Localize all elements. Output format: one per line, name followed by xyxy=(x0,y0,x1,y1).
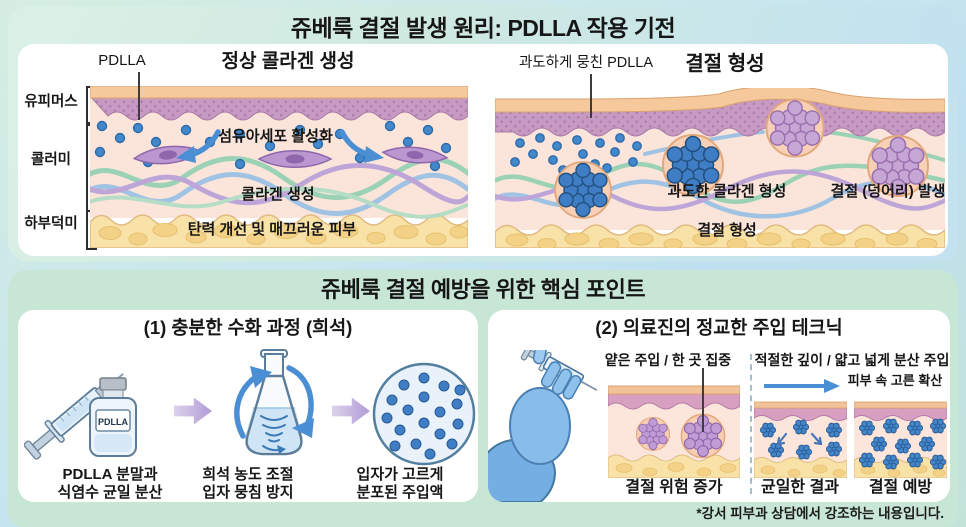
section-divider xyxy=(750,354,752,494)
pdlla-label: PDLLA xyxy=(98,52,146,69)
nodule-heading: 결절 형성 xyxy=(685,53,765,75)
nodule-lump-label: 결절 (덩어리) 발생 xyxy=(830,183,946,200)
nodule-result-label: 결절 형성 xyxy=(697,222,757,239)
hydration-caption: 희석 농도 조절 입자 뭉침 방지 xyxy=(173,466,323,502)
collagen-production-label: 콜라겐 생성 xyxy=(241,186,315,203)
excess-collagen-label: 과도한 콜라겐 형성 xyxy=(667,183,787,200)
needle-pointer-line xyxy=(702,368,704,432)
layer-label-dermis: 콜러미 xyxy=(30,152,72,168)
caption-line: 입자가 고르게 xyxy=(356,466,444,483)
mechanism-title: 쥬베룩 결절 발생 원리: PDLLA 작용 기전 xyxy=(290,15,676,41)
caption-line: 희석 농도 조절 xyxy=(202,466,294,483)
solution-icon xyxy=(372,362,476,466)
syringe-vial-icon: PDLLA xyxy=(24,373,137,460)
flask-icon xyxy=(234,349,314,456)
layer-label-epidermis: 유피머스 xyxy=(24,94,78,110)
normal-result-label: 탄력 개선 및 매끄러운 피부 xyxy=(187,221,357,238)
risky-injection-label: 얕은 주입 / 한 곳 집중 xyxy=(604,352,732,368)
mechanism-section: 쥬베룩 결절 발생 원리: PDLLA 작용 기전 유피머스 콜러미 하부덕미 xyxy=(8,6,958,262)
prevention-title: 쥬베룩 결절 예방을 위한 핵심 포인트 xyxy=(320,277,646,302)
prevention-caption: 결절 예방 xyxy=(868,479,933,496)
hydration-title: (1) 충분한 수화 과정 (희석) xyxy=(143,317,353,338)
spread-arrow-icon xyxy=(764,379,840,393)
prevention-skin-illustration xyxy=(854,401,947,478)
footnote: *강서 피부과 상담에서 강조하는 내용입니다. xyxy=(696,506,944,521)
hydration-panel: (1) 충분한 수화 과정 (희석) PDLLA xyxy=(18,310,478,502)
uniform-skin-illustration xyxy=(754,401,847,478)
nodule-skin-illustration xyxy=(495,88,945,248)
clumped-pdlla-label: 과도하게 뭉친 PDLLA xyxy=(518,55,654,71)
vial-label: PDLLA xyxy=(98,417,128,427)
clump-pointer-line xyxy=(590,74,592,118)
technique-title: (2) 의료진의 정교한 주입 테크닉 xyxy=(595,317,843,338)
step-arrow-icon xyxy=(332,397,370,425)
technique-panel: (2) 의료진의 정교한 주입 테크닉 얕은 주입 / 한 곳 집중 결절 위험… xyxy=(488,310,950,502)
risky-skin-illustration xyxy=(608,385,740,478)
risky-caption: 결절 위험 증가 xyxy=(625,479,723,496)
prevention-section: 쥬베룩 결절 예방을 위한 핵심 포인트 (1) 충분한 수화 과정 (희석) xyxy=(8,270,958,527)
hydration-caption: 입자가 고르게 분포된 주입액 xyxy=(330,466,470,502)
glove-syringe-icon xyxy=(488,350,598,502)
caption-line: 입자 뭉침 방지 xyxy=(202,484,294,502)
layer-label-subcutis: 하부덕미 xyxy=(24,216,78,232)
normal-heading: 정상 콜라겐 생성 xyxy=(221,51,355,72)
pdlla-pointer-line xyxy=(138,72,140,120)
uniform-caption: 균일한 결과 xyxy=(760,479,840,496)
hydration-caption: PDLLA 분말과 식염수 균일 분산 xyxy=(30,466,190,502)
caption-line: 식염수 균일 분산 xyxy=(57,484,163,502)
caption-line: PDLLA 분말과 xyxy=(62,466,158,483)
spread-label: 피부 속 고른 확산 xyxy=(847,373,943,388)
skin-panel: 유피머스 콜러미 하부덕미 xyxy=(18,44,948,256)
step-arrow-icon xyxy=(174,397,212,425)
normal-skin-illustration xyxy=(90,86,468,248)
caption-line: 분포된 주입액 xyxy=(356,484,444,502)
safe-injection-label: 적절한 깊이 / 얇고 넓게 분산 주입 xyxy=(754,352,950,368)
fibroblast-activation-label: 섬유아세포 활성화 xyxy=(218,128,333,145)
